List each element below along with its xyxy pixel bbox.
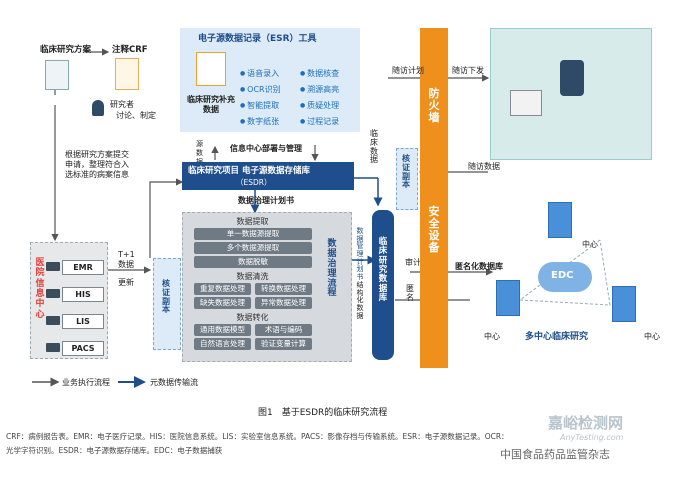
followup-send-label: 随访下发 <box>452 66 484 75</box>
server-icon <box>46 289 60 298</box>
feature-log: 过程记录 <box>300 116 339 127</box>
center-server-icon-top <box>548 202 572 238</box>
esr-tool-title: 电子源数据记录（ESR）工具 <box>198 34 317 44</box>
transfer-data: 数据 <box>118 260 134 269</box>
edc-cloud-icon <box>538 262 592 292</box>
server-icon <box>46 316 60 325</box>
hospital-title: 医院信息中心 <box>35 258 45 320</box>
audit-label: 审计 <box>405 258 421 267</box>
plan-note-label: 数据管理计划书 <box>356 227 364 282</box>
governance-plan-label: 数据治理计划书 <box>238 196 294 205</box>
feature-check: 数据核查 <box>300 68 339 79</box>
extract-item-1: 单一数据源提取 <box>194 228 312 240</box>
verify-copy-left <box>153 258 181 350</box>
edc-label: EDC <box>551 270 574 281</box>
extract-item-3: 数据脱敏 <box>194 256 312 268</box>
clean-item-2: 转换数据处理 <box>255 283 312 295</box>
feature-ocr: OCR识别 <box>240 84 280 95</box>
system-pacs: PACS <box>62 341 104 356</box>
multi-center-label: 多中心临床研究 <box>525 332 589 342</box>
mobile-phone-icon <box>560 60 584 96</box>
clean-item-3: 缺失数据处理 <box>194 297 251 309</box>
center-server-icon-right <box>612 286 636 322</box>
deploy-label: 信息中心部署与管理 <box>230 144 302 153</box>
watermark-2: AnyTesting.com <box>560 433 624 442</box>
legend-metadata: 元数据传输流 <box>150 378 198 387</box>
researcher-icon <box>92 100 104 116</box>
transfer-t1: T+1 <box>118 250 135 259</box>
protocol-doc-icon <box>45 60 69 90</box>
anonymize-label: 匿名 <box>406 284 414 302</box>
center-label-left: 中心 <box>484 332 500 341</box>
verify-copy-mid <box>396 148 418 210</box>
convert-heading: 数据转化 <box>236 313 269 322</box>
esdr-storage-subtitle: （ESDR） <box>236 178 272 187</box>
convert-item-2: 术语与编码 <box>255 324 312 336</box>
governance-title: 数据治理流程 <box>327 239 337 299</box>
footnote-line-2: 光学字符识别。ESDR：电子源数据存储库。EDC：电子数据捕获 <box>6 446 223 455</box>
structured-label: 结构化数据 <box>356 281 364 320</box>
source-data-label: 源数据 <box>196 140 203 166</box>
anon-db-label: 匿名化数据库 <box>455 262 503 271</box>
feature-query: 质疑处理 <box>300 100 339 111</box>
clean-item-1: 重复数据处理 <box>194 283 251 295</box>
esr-form-icon <box>196 52 226 86</box>
patient-icon <box>510 90 542 116</box>
verify-copy-left-label: 核证副本 <box>162 279 170 315</box>
security-device-label: 安全设备 <box>428 205 440 255</box>
submit-line-3: 选标准的病案信息 <box>65 170 129 179</box>
server-icon <box>46 343 60 352</box>
esdr-storage-title: 临床研究项目 电子源数据存储库 <box>188 166 310 176</box>
protocol-label: 临床研究方案 <box>40 45 92 55</box>
center-server-icon-left <box>496 280 520 316</box>
clean-item-4: 异常数据处理 <box>255 297 312 309</box>
firewall-title: 防火墙 <box>428 87 440 125</box>
legend-business: 业务执行流程 <box>62 378 110 387</box>
crf-label: 注释CRF <box>112 45 148 55</box>
esdr-storage-bar <box>182 162 354 190</box>
center-label-right: 中心 <box>644 332 660 341</box>
firewall-column <box>420 28 448 368</box>
extract-item-2: 多个数据源提取 <box>194 242 312 254</box>
convert-item-1: 通用数据模型 <box>194 324 251 336</box>
followup-data-label: 随访数据 <box>468 162 500 171</box>
transfer-update: 更新 <box>118 278 134 287</box>
research-db-cylinder <box>372 210 394 360</box>
convert-item-3: 自然语言处理 <box>194 338 251 350</box>
watermark-3: 中国食品药品监管杂志 <box>500 448 610 461</box>
discuss-label: 讨论、制定 <box>116 111 156 120</box>
feature-extract: 智能提取 <box>240 100 279 111</box>
watermark-1: 嘉峪检测网 <box>548 414 624 432</box>
system-lis: LIS <box>62 314 104 329</box>
research-db-label: 临床研究数据库 <box>378 237 388 304</box>
feature-trace: 溯源高亮 <box>300 84 339 95</box>
center-label-top: 中心 <box>582 240 598 249</box>
clean-heading: 数据清洗 <box>236 272 269 281</box>
researcher-label: 研究者 <box>110 100 134 109</box>
feature-voice: 语音录入 <box>240 68 279 79</box>
submit-line-1: 根据研究方案提交 <box>65 150 129 159</box>
esr-module-label: 临床研究补充数据 <box>187 95 235 114</box>
server-icon <box>46 262 60 271</box>
crf-form-icon <box>115 58 139 90</box>
convert-item-4: 验证变量计算 <box>255 338 312 350</box>
clinical-data-label: 临床数据 <box>370 129 378 165</box>
verify-copy-mid-label: 核证副本 <box>402 154 410 190</box>
system-his: HIS <box>62 287 104 302</box>
followup-plan-label: 随访计划 <box>392 66 424 75</box>
figure-caption: 图1 基于ESDR的临床研究流程 <box>258 408 388 418</box>
feature-paper: 数字纸张 <box>240 116 279 127</box>
footnote-line-1: CRF：病例报告表。EMR：电子医疗记录。HIS：医院信息系统。LIS：实验室信… <box>6 432 509 441</box>
extract-heading: 数据提取 <box>236 217 269 226</box>
submit-line-2: 申请，整理符合入 <box>65 160 129 169</box>
system-emr: EMR <box>62 260 104 275</box>
